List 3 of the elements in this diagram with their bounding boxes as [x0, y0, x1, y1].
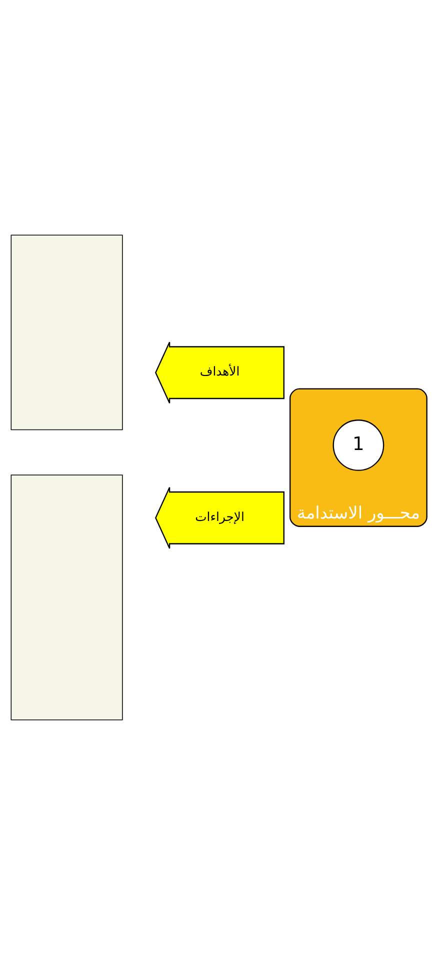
- node-box: [10, 474, 123, 720]
- node-circle: 1: [332, 419, 384, 470]
- node-box: [10, 234, 123, 430]
